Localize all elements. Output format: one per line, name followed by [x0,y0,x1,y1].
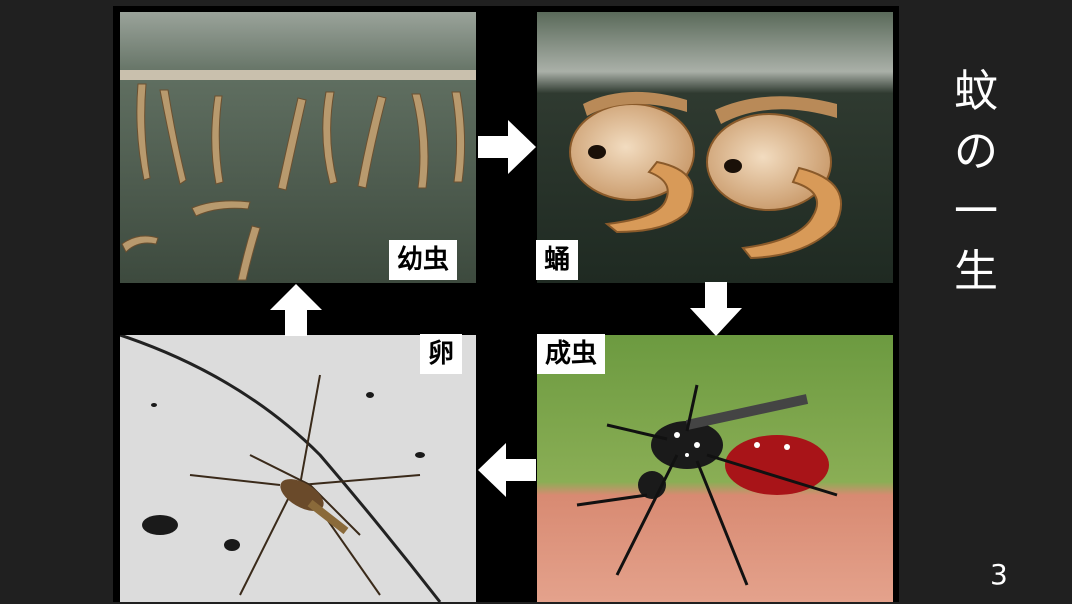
title-char: 一 [948,182,1004,242]
title-char: 生 [948,242,1004,302]
larva-label: 幼虫 [389,240,457,280]
slide-title: 蚊 の 一 生 [948,62,1004,302]
arrow-down-icon [690,282,742,336]
egg-photo [120,335,476,602]
page-number: 3 [990,558,1008,591]
title-char: の [948,122,1004,182]
arrow-up-icon [270,284,322,336]
pupa-label: 蛹 [536,240,578,280]
adult-label: 成虫 [537,334,605,374]
arrow-left-icon [478,443,536,497]
adult-photo [537,335,893,602]
pupa-photo [537,12,893,283]
egg-label: 卵 [420,334,462,374]
arrow-right-icon [478,120,536,174]
title-char: 蚊 [948,62,1004,122]
